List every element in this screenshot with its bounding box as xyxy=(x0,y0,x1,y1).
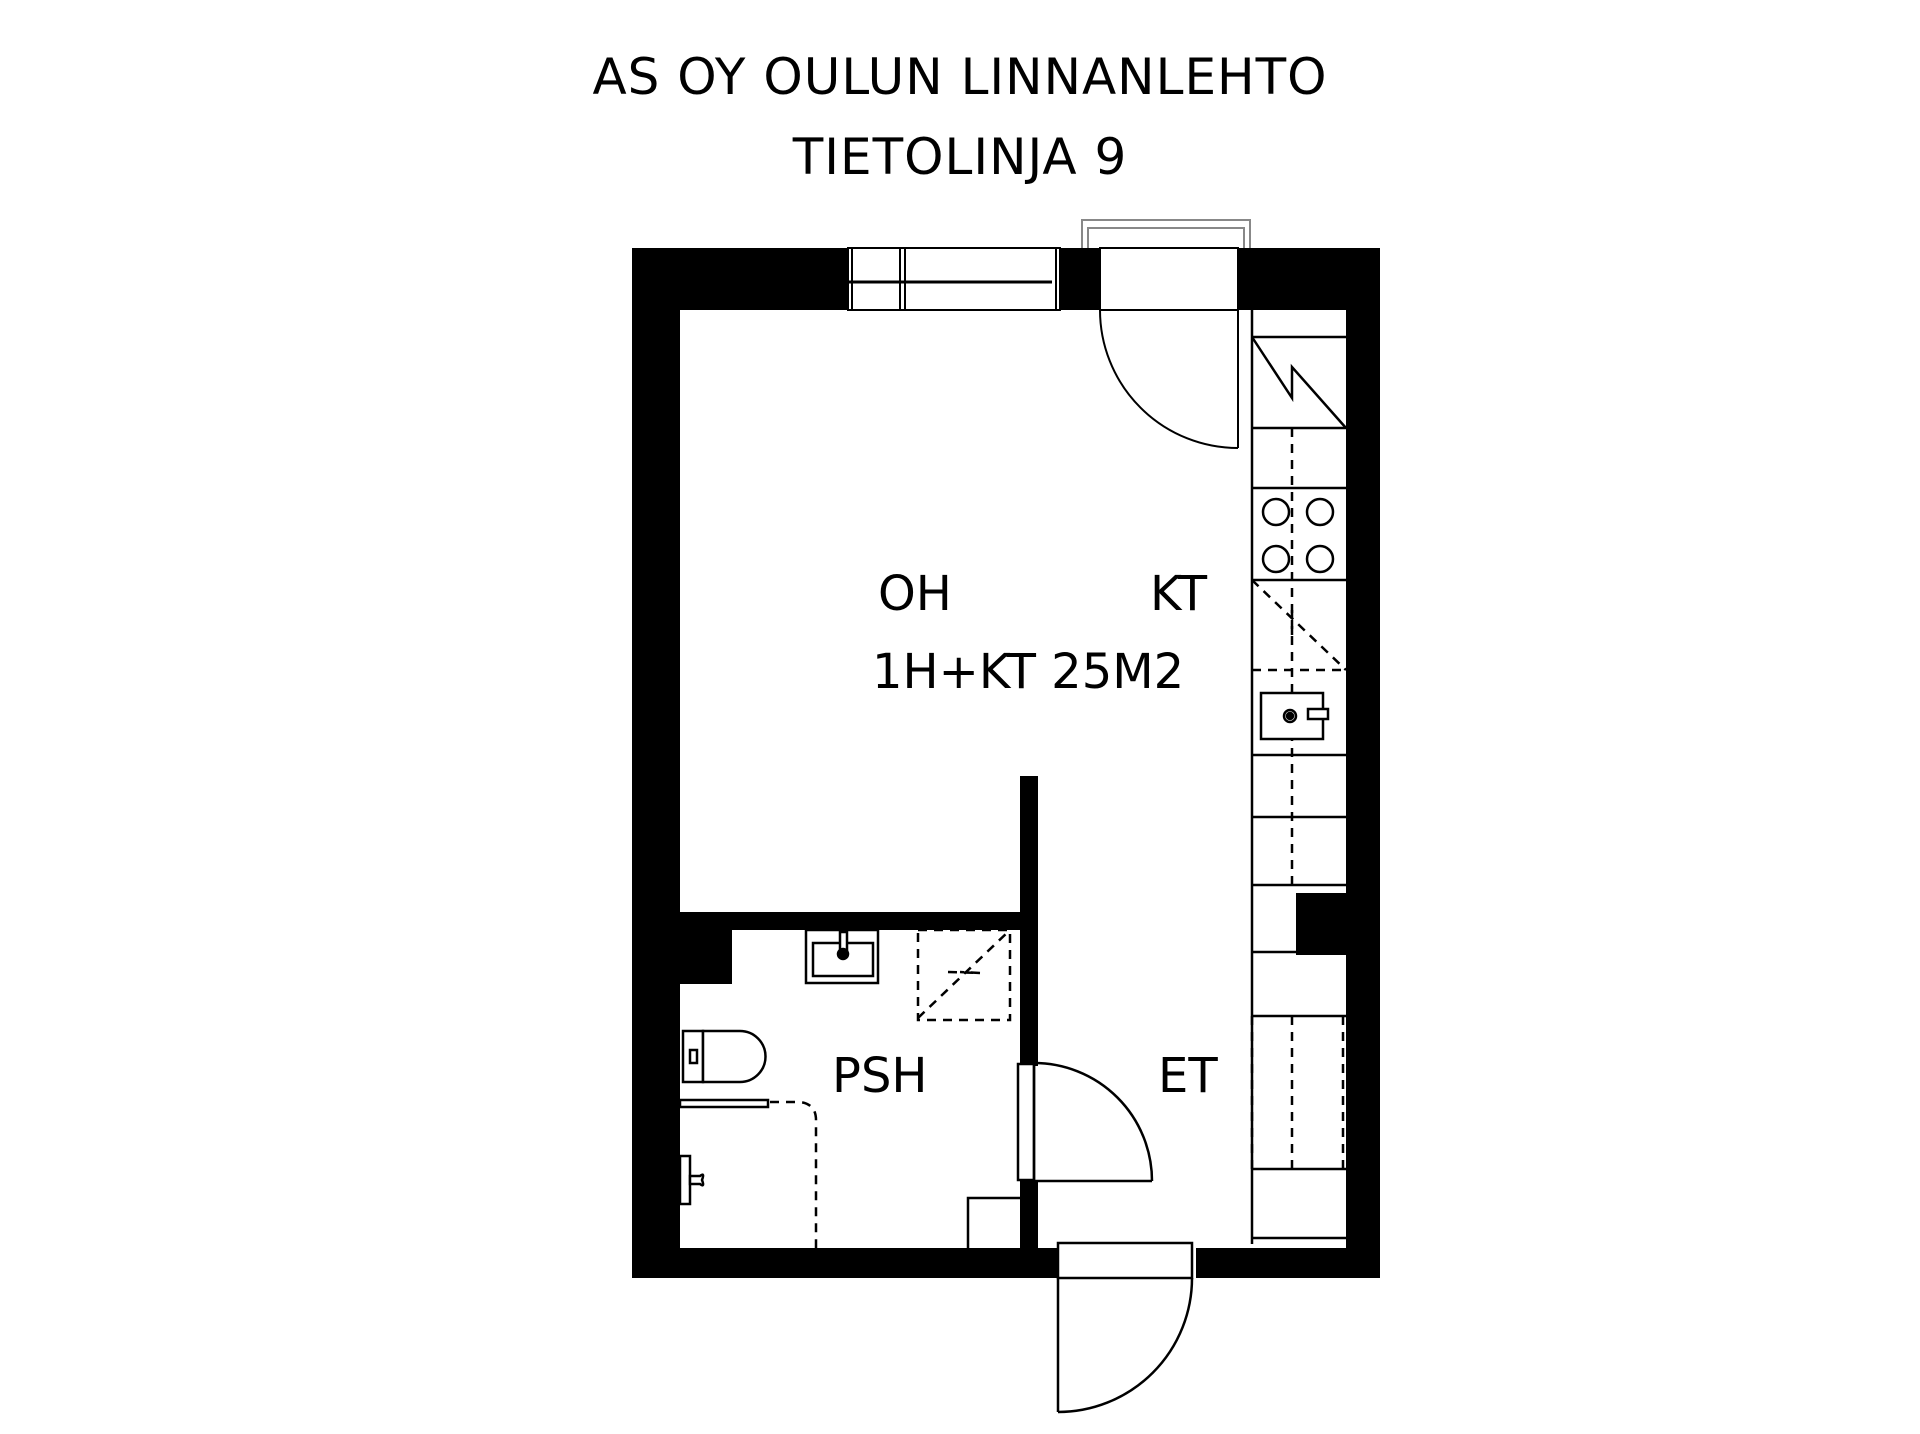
balcony-door-icon xyxy=(1099,247,1239,449)
entry-door-icon xyxy=(1056,1241,1194,1414)
room-label-entry: ET xyxy=(1158,1048,1218,1104)
balcony-outline xyxy=(1081,219,1251,248)
bathroom-door-icon xyxy=(1016,1061,1154,1183)
stove-icon xyxy=(1261,497,1335,574)
window-icon xyxy=(808,247,1061,311)
toilet-icon xyxy=(681,1029,767,1084)
dishwasher-icon xyxy=(1251,579,1347,672)
floor-drain-box xyxy=(966,1196,1020,1248)
walls xyxy=(632,248,1380,1278)
room-label-bathroom: PSH xyxy=(832,1048,928,1104)
room-label-living: OH xyxy=(878,566,952,622)
bathroom-sink-icon xyxy=(804,928,880,985)
room-label-kitchen: KT xyxy=(1150,566,1208,622)
wardrobe-icon xyxy=(1250,1016,1345,1169)
washing-machine-icon xyxy=(678,1098,818,1248)
street-address: TIETOLINJA 9 xyxy=(792,128,1128,186)
building-name: AS OY OULUN LINNANLEHTO xyxy=(592,48,1328,106)
window-mullions xyxy=(899,248,906,310)
apartment-type-area: 1H+KT 25M2 xyxy=(872,644,1185,700)
shower-mixer-icon xyxy=(678,1154,705,1206)
fridge-icon xyxy=(1250,336,1347,429)
kitchen-counter xyxy=(1250,310,1346,1244)
shower-icon xyxy=(916,928,1012,1022)
kitchen-sink-icon xyxy=(1259,691,1330,741)
